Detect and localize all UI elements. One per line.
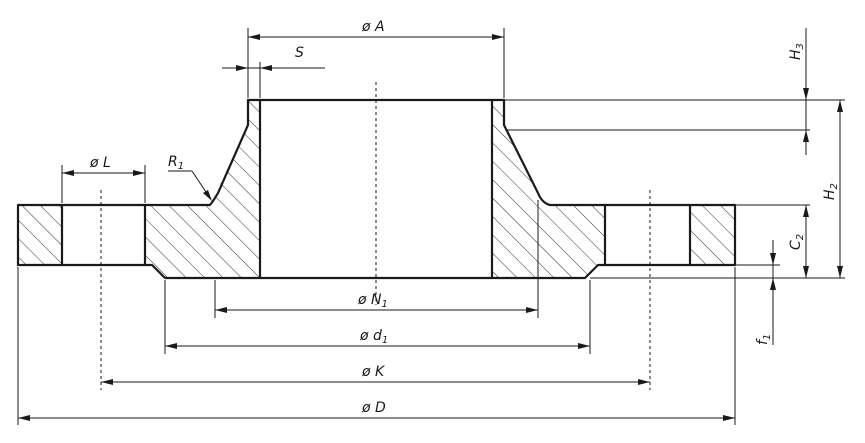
label-diameter-k: ø K — [361, 364, 386, 380]
label-diameter-a: ø A — [361, 19, 385, 35]
label-diameter-d1: ø d1 — [359, 328, 388, 346]
flange-outline — [16, 98, 737, 280]
label-s: S — [295, 45, 304, 61]
label-r1: R1 — [168, 154, 184, 172]
label-diameter-l: ø L — [89, 155, 111, 171]
section-hatching — [18, 100, 735, 278]
label-diameter-d: ø D — [361, 400, 386, 416]
dimension-labels: ø A S ø L R1 ø N1 ø d1 ø K ø D H3 H2 C2 … — [89, 19, 840, 416]
dimension-lines — [18, 28, 843, 421]
extension-lines — [17, 28, 845, 425]
label-diameter-n1: ø N1 — [357, 292, 388, 310]
label-h3: H3 — [788, 43, 806, 60]
centerlines — [100, 82, 651, 390]
label-c2: C2 — [788, 234, 806, 250]
label-h2: H2 — [822, 183, 840, 200]
label-f1: f1 — [755, 334, 773, 345]
